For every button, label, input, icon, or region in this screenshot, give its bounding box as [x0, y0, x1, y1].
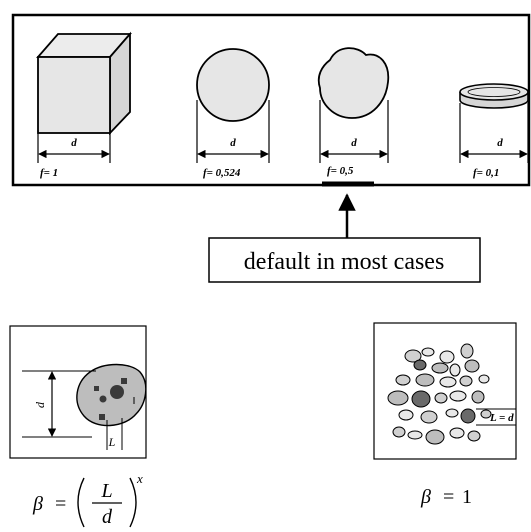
disc-dimension	[459, 103, 529, 163]
disc-shape	[459, 83, 529, 109]
callout-text: default in most cases	[244, 249, 445, 275]
cube-factor-label: f= 1	[40, 167, 58, 179]
sphere-shape	[196, 48, 270, 122]
right-particle-cluster	[387, 343, 492, 445]
sphere-dimension	[196, 100, 270, 163]
disc-factor-label: f= 0,1	[473, 167, 499, 179]
right-L-label: L = d	[489, 412, 514, 424]
formula-left: β = L d x	[32, 471, 143, 528]
disc-dim-label: d	[497, 137, 503, 149]
irregular-factor-label: f= 0,5	[327, 165, 354, 177]
cube-dim-label: d	[71, 137, 77, 149]
irregular-dim-label: d	[351, 137, 357, 149]
cube-shape	[36, 31, 132, 136]
formula-right-beta: β	[420, 486, 431, 508]
formula-left-denominator: d	[102, 506, 113, 528]
formula-left-beta: β	[32, 493, 43, 515]
right-L-dimension	[476, 408, 516, 426]
cube-dimension	[37, 130, 111, 163]
left-inclusion-bottom	[99, 414, 105, 420]
formula-right-value: 1	[462, 486, 472, 508]
sphere-factor-label: f= 0,524	[203, 167, 241, 179]
formula-right-equals: =	[443, 486, 454, 508]
irregular-shape	[317, 47, 390, 119]
left-d-dimension	[22, 370, 96, 438]
left-inclusion-large	[110, 385, 124, 399]
irregular-dimension	[319, 100, 389, 163]
formula-right: β = 1	[420, 486, 472, 508]
callout-box	[208, 237, 481, 283]
formula-left-equals: =	[55, 493, 66, 515]
formula-left-numerator: L	[100, 480, 112, 502]
left-inclusion-small	[99, 395, 107, 403]
left-inclusion-mid	[94, 386, 99, 391]
left-inclusion-top	[121, 378, 127, 384]
formula-left-exponent: x	[136, 471, 143, 486]
sphere-dim-label: d	[230, 137, 236, 149]
left-L-label: L	[108, 435, 116, 449]
left-L-dimension	[106, 418, 123, 450]
left-d-label: d	[33, 401, 47, 408]
